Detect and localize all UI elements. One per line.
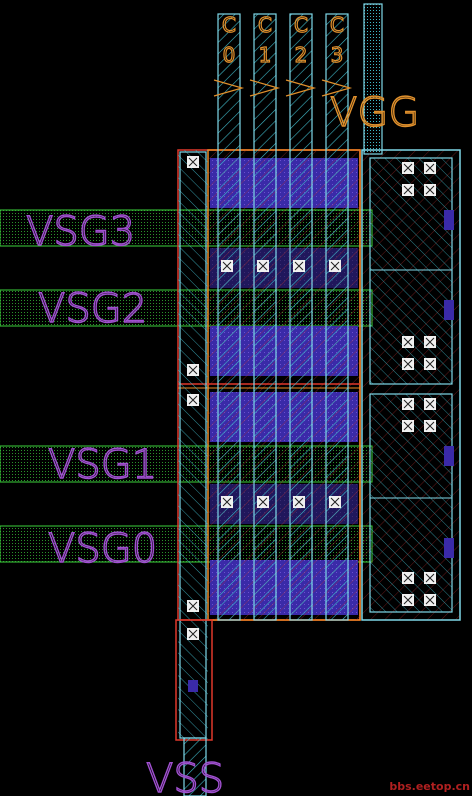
bulk-contact-mark <box>403 399 413 409</box>
bulk-contact-mark <box>425 399 435 409</box>
bulk-contact-mark <box>425 421 435 431</box>
net-labels: VGG VSG3 VSG2 VSG1 VSG0 VSS <box>25 89 420 796</box>
drain-contact-mark <box>258 261 268 271</box>
drain-contact-mark <box>294 497 304 507</box>
pin-arrow-3 <box>321 79 353 97</box>
pin-arrow-2 <box>285 79 317 97</box>
bulk-contact-mark <box>425 573 435 583</box>
source-contact-mark <box>188 601 198 611</box>
bulk-contact-mark <box>403 337 413 347</box>
source-contact-mark <box>188 395 198 405</box>
bulk-contact-mark <box>403 185 413 195</box>
drain-contact-mark <box>330 497 340 507</box>
pin-label-c2: C <box>294 13 308 37</box>
pin-arrow-0 <box>213 79 245 97</box>
label-vsg0: VSG0 <box>48 526 157 572</box>
bulk-contact-mark <box>403 573 413 583</box>
pin-number-2: 2 <box>295 43 308 67</box>
label-vgg: VGG <box>330 90 419 136</box>
bulk-contact-mark <box>425 359 435 369</box>
pin-number-3: 3 <box>331 43 344 67</box>
source-contact-mark <box>188 365 198 375</box>
bulk-contact-mark <box>425 163 435 173</box>
source-contact-mark <box>188 157 198 167</box>
pin-arrow-1 <box>249 79 281 97</box>
watermark: bbs.eetop.cn <box>389 780 470 793</box>
guard-ring <box>361 149 461 621</box>
source-contact-mark <box>188 629 198 639</box>
bulk-contact-mark <box>403 359 413 369</box>
drain-contact-mark <box>222 497 232 507</box>
pin-number-1: 1 <box>259 43 272 67</box>
bulk-contact-mark <box>425 185 435 195</box>
label-vsg3: VSG3 <box>26 209 135 255</box>
bulk-contact-mark <box>425 337 435 347</box>
label-vss: VSS <box>146 756 224 796</box>
label-vsg1: VSG1 <box>48 442 157 488</box>
pin-label-c1: C <box>258 13 272 37</box>
bulk-contact-mark <box>425 595 435 605</box>
contacts <box>187 156 436 640</box>
drain-contact-mark <box>222 261 232 271</box>
bulk-contact-mark <box>403 163 413 173</box>
source-strip <box>175 150 213 796</box>
drain-contact-mark <box>330 261 340 271</box>
drain-contact-mark <box>258 497 268 507</box>
bulk-contact-mark <box>403 421 413 431</box>
metal-columns <box>217 3 383 621</box>
pin-label-c3: C <box>330 13 344 37</box>
top-pin-labels: C C C C 0 1 2 3 <box>213 12 353 97</box>
pin-number-0: 0 <box>223 43 236 67</box>
label-vsg2: VSG2 <box>38 286 147 332</box>
bulk-contact-mark <box>403 595 413 605</box>
pin-label-c0: C <box>222 13 236 37</box>
drain-contact-mark <box>294 261 304 271</box>
vgg-metal <box>364 4 382 154</box>
